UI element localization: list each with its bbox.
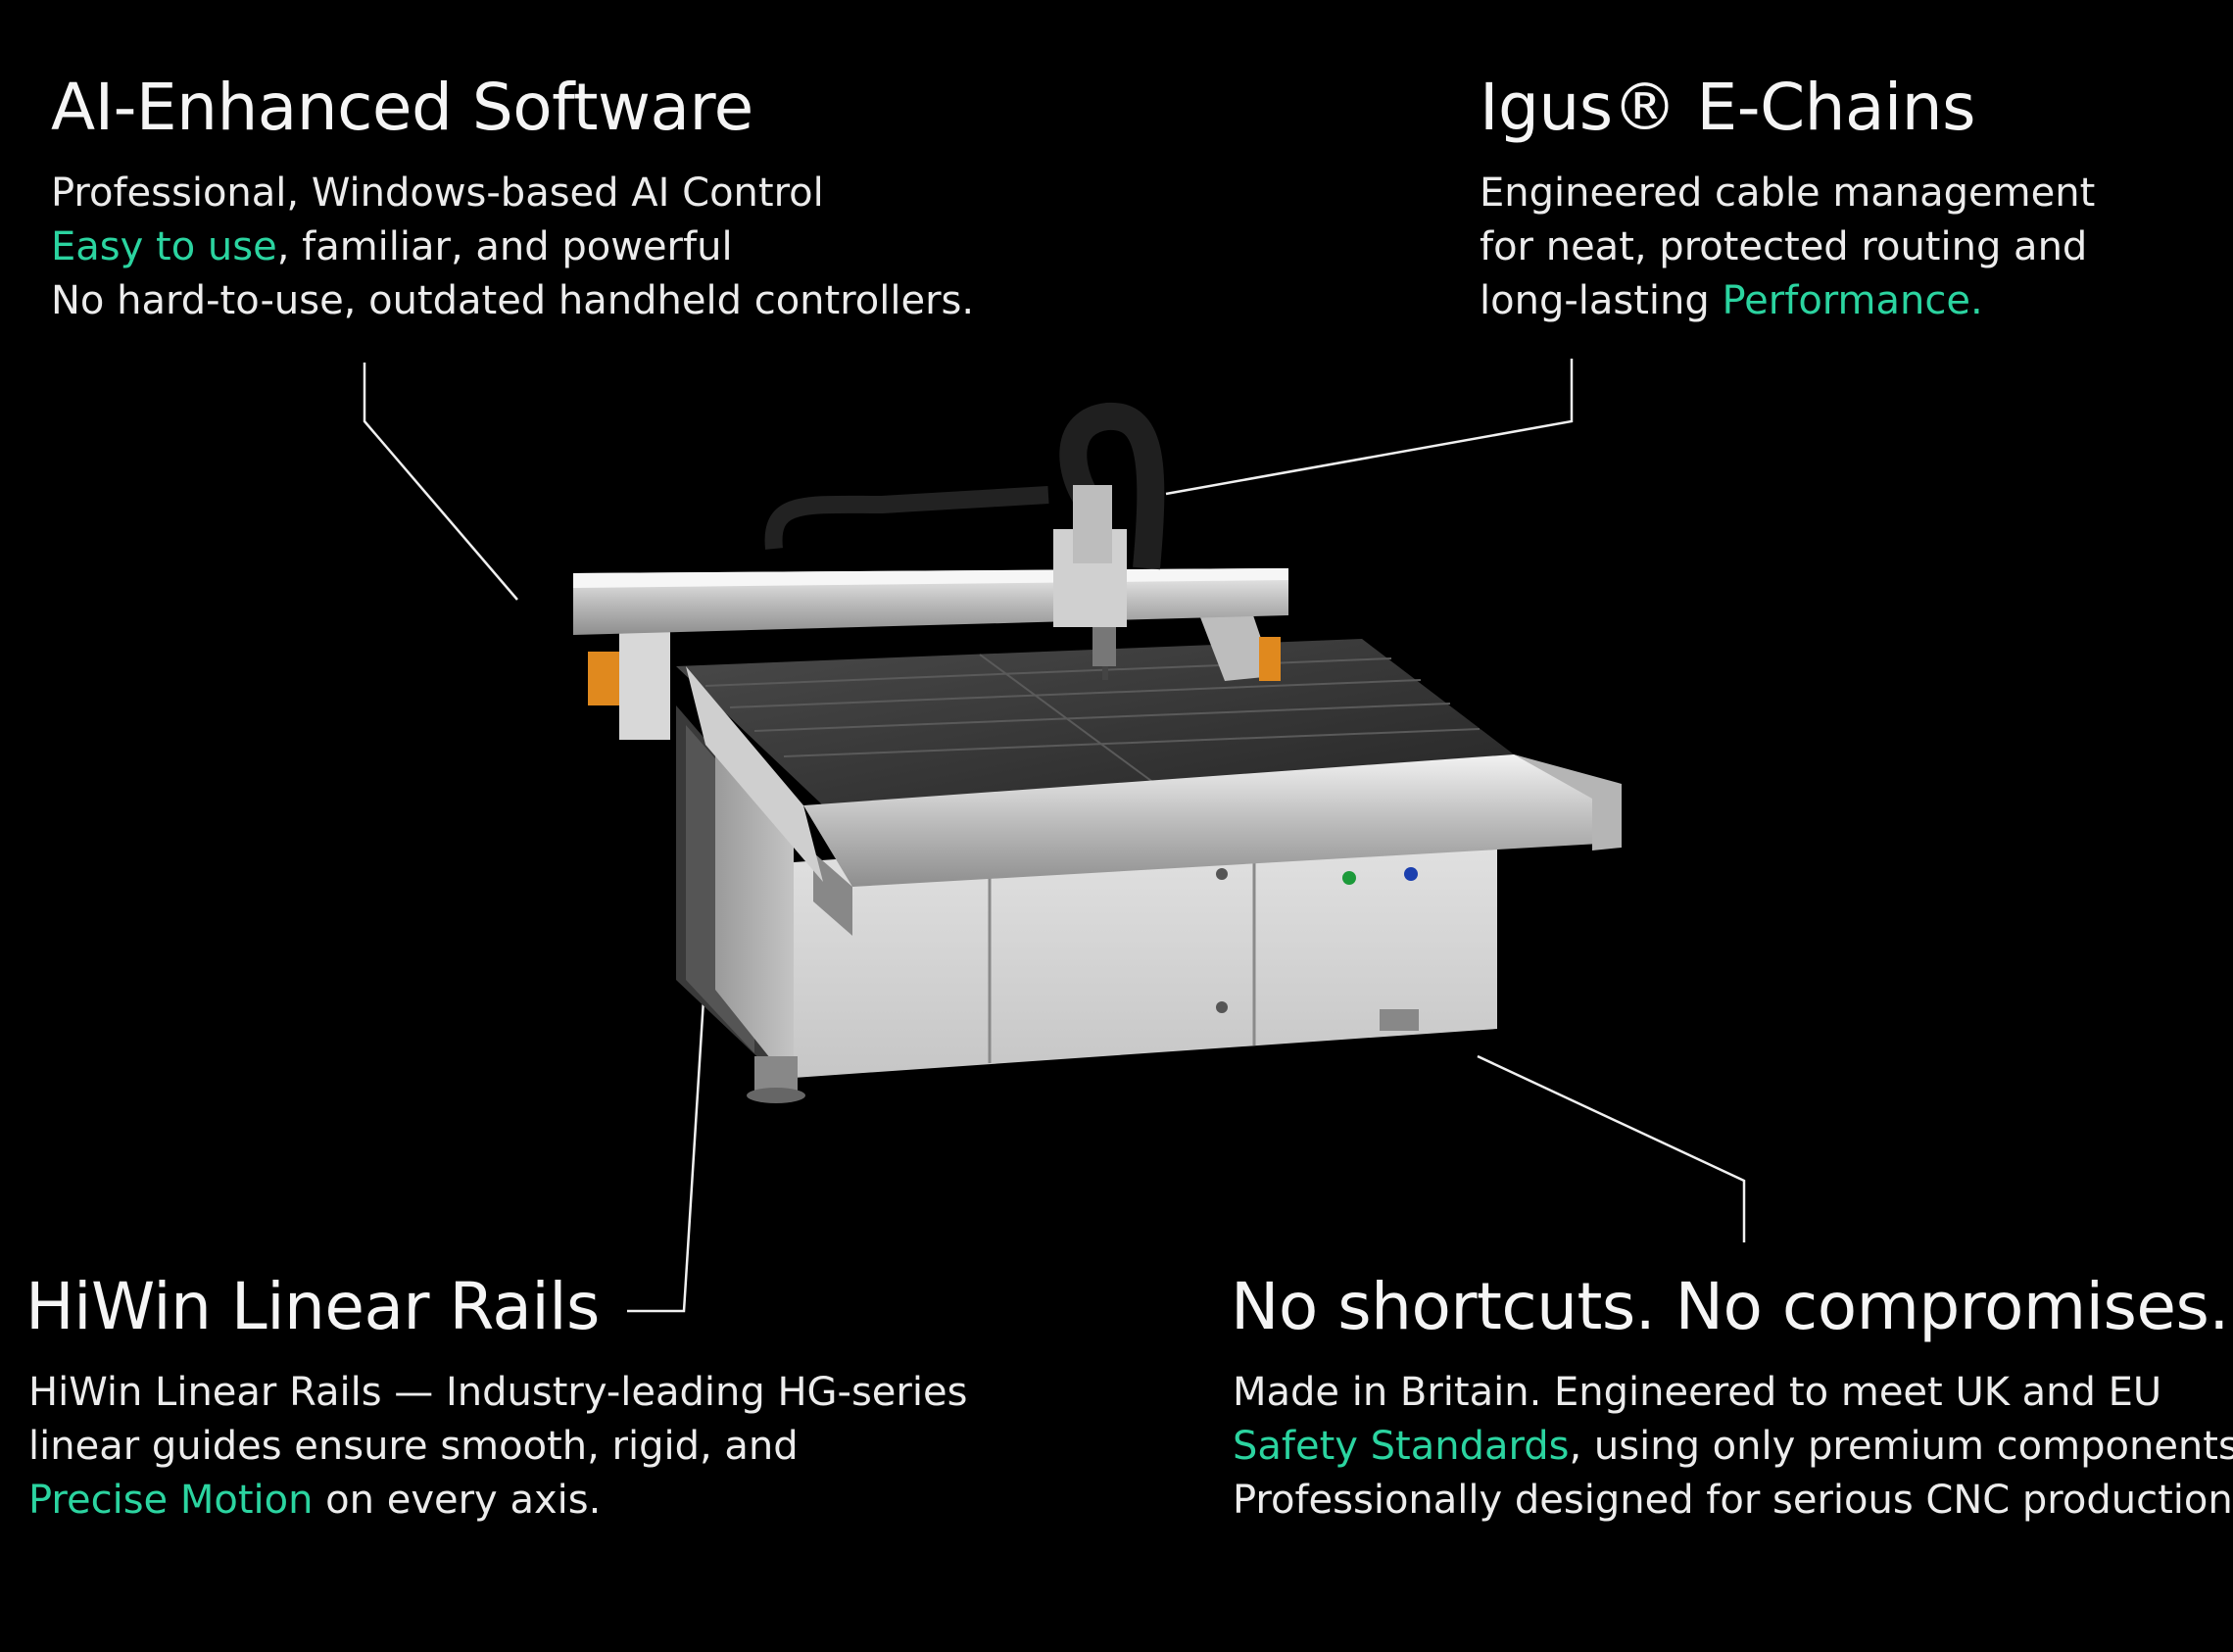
feature-title: AI-Enhanced Software: [51, 70, 753, 145]
highlight-text: Safety Standards: [1233, 1423, 1570, 1469]
feature-echains: Igus® E-Chains Engineered cable manageme…: [1480, 71, 2095, 328]
description-line: HiWin Linear Rails — Industry-leading HG…: [28, 1369, 968, 1415]
description-line: for neat, protected routing and: [1480, 223, 2088, 269]
feature-title: HiWin Linear Rails: [25, 1269, 600, 1344]
highlight-text: Easy to use: [51, 223, 277, 269]
leader-line-echains: [1165, 359, 1574, 496]
feature-description: Engineered cable management for neat, pr…: [1480, 167, 2095, 328]
description-text: on every axis.: [313, 1477, 602, 1523]
description-text: , using only premium components.: [1569, 1423, 2233, 1469]
feature-description: Professional, Windows-based AI Control E…: [51, 167, 974, 328]
description-text: , familiar, and powerful: [276, 223, 733, 269]
description-line: Engineered cable management: [1480, 170, 2096, 216]
description-line: Easy to use, familiar, and powerful: [51, 220, 974, 274]
description-line: Safety Standards, using only premium com…: [1233, 1420, 2233, 1474]
feature-ai-software: AI-Enhanced Software Professional, Windo…: [51, 71, 974, 328]
highlight-text: Performance.: [1722, 277, 1983, 323]
feature-description: HiWin Linear Rails — Industry-leading HG…: [28, 1366, 967, 1528]
leader-line-no-shortcuts: [1477, 1054, 1746, 1242]
description-line: No hard-to-use, outdated handheld contro…: [51, 277, 975, 323]
highlight-text: Precise Motion: [28, 1477, 314, 1523]
feature-linear-rails: HiWin Linear Rails HiWin Linear Rails — …: [25, 1270, 967, 1528]
description-line: long-lasting Performance.: [1480, 274, 2095, 328]
feature-description: Made in Britain. Engineered to meet UK a…: [1233, 1366, 2233, 1528]
description-line: Professional, Windows-based AI Control: [51, 170, 824, 216]
feature-title: No shortcuts. No compromises.: [1231, 1269, 2229, 1344]
description-line: Precise Motion on every axis.: [28, 1474, 967, 1528]
leader-line-ai-software: [363, 363, 518, 601]
description-text: long-lasting: [1480, 277, 1723, 323]
description-line: Made in Britain. Engineered to meet UK a…: [1233, 1369, 2162, 1415]
feature-title: Igus® E-Chains: [1480, 70, 1975, 145]
description-line: Professionally designed for serious CNC …: [1233, 1477, 2233, 1523]
description-line: linear guides ensure smooth, rigid, and: [28, 1423, 799, 1469]
leader-line-linear-rails: [627, 998, 705, 1313]
feature-no-shortcuts: No shortcuts. No compromises. Made in Br…: [1231, 1270, 2233, 1528]
